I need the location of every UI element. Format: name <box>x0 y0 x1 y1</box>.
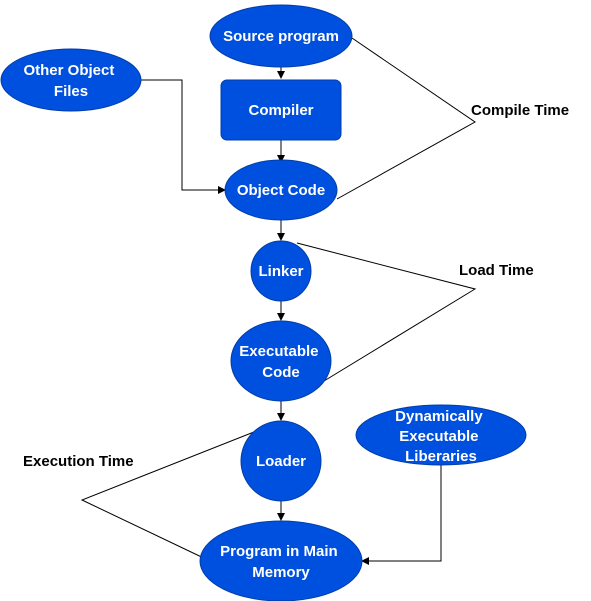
compiler-label: Compiler <box>248 102 313 119</box>
execution-time-bracket <box>80 429 260 563</box>
compile-time-label: Compile Time <box>471 102 569 119</box>
node-linker: Linker <box>250 240 312 302</box>
svg-text:Program in Main Memory: Program in Main Memory <box>220 543 342 581</box>
arrow-libraries-to-memory <box>361 465 442 565</box>
other-object-files-label-line1: Other Object <box>23 62 114 79</box>
svg-text:Object Code: Object Code <box>237 182 325 199</box>
svg-text:Source program: Source program <box>223 28 339 45</box>
arrow-other-files-to-object <box>139 79 226 194</box>
svg-text:Other Object Files: Other Object Files <box>23 62 118 100</box>
program-in-memory-label-line1: Program in Main <box>220 543 338 560</box>
load-time-label: Load Time <box>459 262 534 279</box>
other-object-files-label-line2: Files <box>54 83 88 100</box>
compile-time-bracket <box>336 37 476 200</box>
svg-text:Loader: Loader <box>256 453 306 470</box>
dynamic-libraries-label-line3: Liberaries <box>405 448 477 465</box>
execution-time-label: Execution Time <box>23 453 134 470</box>
node-other-object-files: Other Object Files <box>0 48 142 112</box>
node-compiler: Compiler <box>220 79 342 141</box>
node-dynamic-libraries: Dynamically Executable Liberaries <box>355 404 527 466</box>
node-source-program: Source program <box>209 4 353 68</box>
executable-code-label-line1: Executable <box>239 343 318 360</box>
node-executable-code: Executable Code <box>230 320 332 402</box>
source-program-label: Source program <box>223 28 339 45</box>
svg-text:Linker: Linker <box>258 263 303 280</box>
executable-code-label-line2: Code <box>262 364 300 381</box>
svg-text:Dynamically Executable: Dynamically Executable Liberaries <box>395 408 487 465</box>
object-code-label: Object Code <box>237 182 325 199</box>
dynamic-libraries-label-line1: Dynamically <box>395 408 483 425</box>
svg-text:Executable Code: Executable Code <box>239 343 322 381</box>
svg-text:Compiler: Compiler <box>248 102 313 119</box>
node-program-in-main-memory: Program in Main Memory <box>199 520 363 601</box>
dynamic-libraries-label-line2: Executable <box>399 428 478 445</box>
node-loader: Loader <box>240 420 322 502</box>
node-object-code: Object Code <box>224 159 338 221</box>
linker-label: Linker <box>258 263 303 280</box>
load-time-bracket <box>296 242 477 382</box>
program-in-memory-label-line2: Memory <box>252 564 310 581</box>
loader-label: Loader <box>256 453 306 470</box>
